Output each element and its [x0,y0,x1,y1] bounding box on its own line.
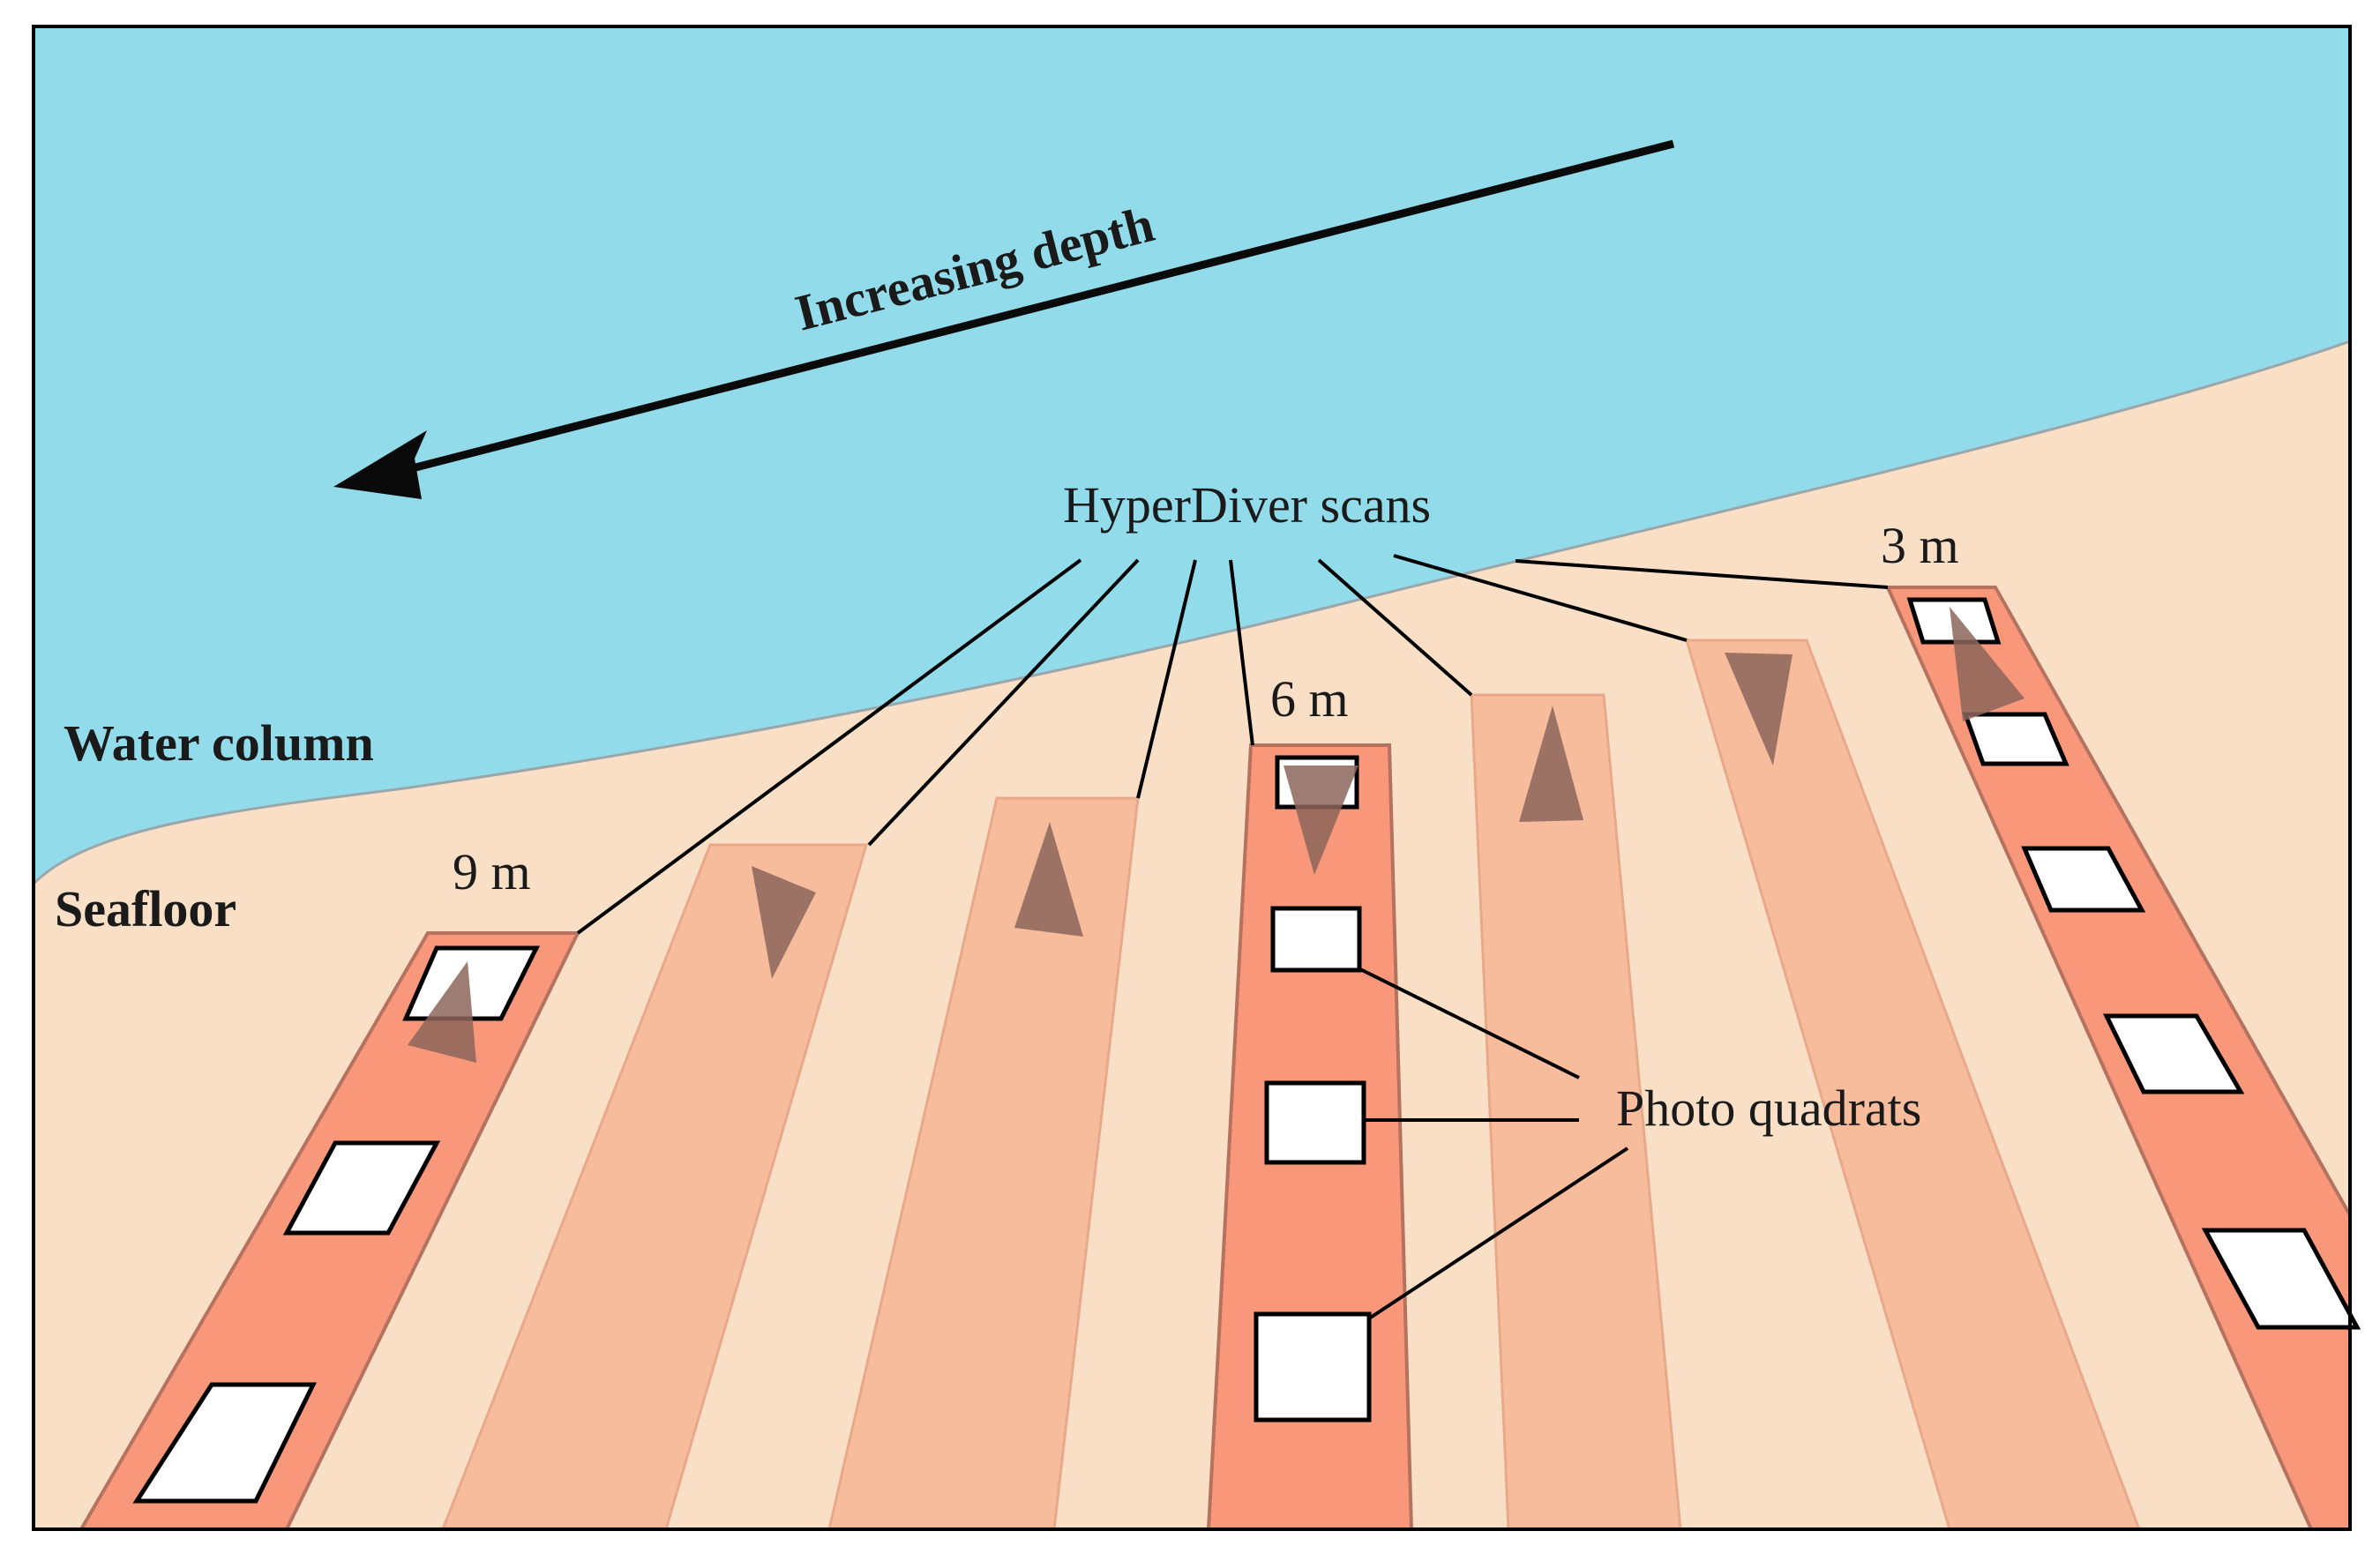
depth-label-9m: 9 m [453,843,531,900]
photo-quadrat [1254,1311,1372,1423]
diagram-frame [32,25,2352,1531]
photo-quadrat [1264,1080,1366,1165]
photo-quadrat [282,1140,441,1236]
water-column-label: Water column [64,714,374,772]
triangle-icon [1725,653,1792,766]
photo-quadrat [402,945,541,1021]
quadrat-leader-lines [1358,967,1629,1320]
water-seafloor-boundary [32,340,2351,885]
water-column-area [34,26,2350,884]
photo-quadrat [2102,1013,2245,1094]
triangle-icon [1014,822,1083,937]
hyperdiver-scans-label: HyperDiver scans [1063,476,1431,534]
photo-quadrat [1270,906,1362,973]
seafloor-label: Seafloor [55,880,236,937]
depth-label-6m: 6 m [1270,670,1349,728]
triangle-icon [1950,607,2024,721]
triangle-icon [1284,766,1358,875]
photo-quadrat [2201,1228,2361,1330]
photo-quadrat [1962,712,2069,766]
triangle-icon [408,961,476,1063]
triangle-icon [752,866,816,979]
photo-quadrats-label: Photo quadrats [1616,1079,1921,1137]
depth-label-3m: 3 m [1881,517,1959,574]
photo-quadrat [2021,846,2146,913]
photo-quadrat [132,1382,318,1504]
scan-direction-markers [408,607,2024,1063]
scan-leader-lines [576,554,1889,935]
long-arrow-left-icon [333,139,1675,499]
triangle-icon [1519,706,1583,822]
